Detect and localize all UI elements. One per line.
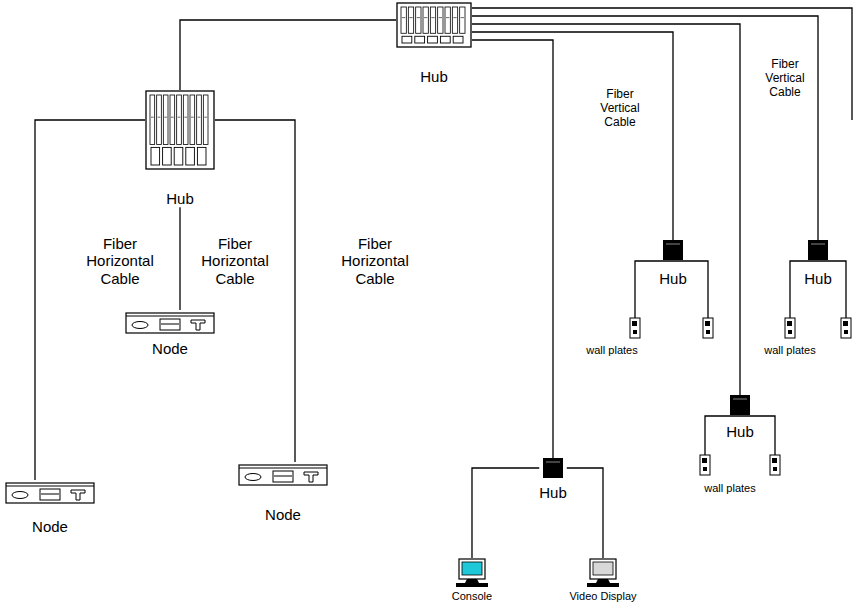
node-label: Hub	[726, 423, 754, 440]
wall-plate	[841, 318, 851, 338]
cable-line	[472, 16, 818, 240]
node-label: Hub	[420, 68, 448, 85]
node-box: Node	[125, 310, 215, 357]
display-box: Video Display	[569, 558, 636, 603]
hub-device-icon	[585, 558, 621, 588]
wall-plate-label: wall plates	[704, 482, 755, 495]
node-label: Hub	[166, 190, 194, 207]
wall-plate	[630, 318, 640, 338]
hub-device-icon	[454, 558, 490, 588]
wall-plate	[785, 318, 795, 338]
hub-brackets	[472, 8, 852, 455]
node-label: Node	[152, 340, 188, 357]
cable-label: Fiber Vertical Cable	[595, 88, 645, 129]
hub-device-icon	[808, 240, 828, 260]
cable-line	[567, 468, 603, 558]
hub-device-icon	[730, 395, 750, 415]
cable-line	[472, 32, 673, 240]
hub-device-icon	[125, 310, 215, 334]
cable-label: Fiber Horizontal Cable	[194, 235, 276, 287]
node-label: Video Display	[569, 590, 636, 603]
node-label: Hub	[659, 270, 687, 287]
wall-plate	[703, 318, 713, 338]
cable-label: Fiber Horizontal Cable	[334, 235, 416, 287]
node-label: Hub	[539, 484, 567, 501]
hub-icon-box: Hub	[145, 90, 215, 207]
node-label: Hub	[804, 270, 832, 287]
cable-label: Fiber Vertical Cable	[760, 58, 810, 99]
hub-bracket	[705, 416, 775, 455]
cable-label: Fiber Horizontal Cable	[79, 235, 161, 287]
cable-line	[215, 120, 295, 462]
wall-plate	[700, 455, 710, 475]
node-label: Console	[452, 590, 492, 603]
cable-line	[35, 120, 145, 480]
hub-device-icon	[145, 90, 215, 170]
vertical-cable	[472, 8, 852, 120]
hub-device-icon	[663, 240, 683, 260]
node-box: Node	[5, 480, 95, 535]
cable-line	[472, 40, 553, 458]
hub-device-icon	[396, 2, 472, 48]
hub-box: Hub	[726, 395, 754, 440]
hub-device-icon	[543, 458, 563, 478]
cable-line	[180, 20, 396, 90]
hub-device-icon	[5, 480, 95, 504]
wall-plate	[770, 455, 780, 475]
hub-device-icon	[238, 462, 328, 486]
hub-bracket	[635, 261, 708, 318]
cable-line	[472, 468, 539, 558]
cable-line	[472, 24, 740, 395]
hub-box: Hub	[659, 240, 687, 287]
node-box: Node	[238, 462, 328, 523]
hub-box: Hub	[804, 240, 832, 287]
node-label: Node	[32, 518, 68, 535]
console-box: Console	[452, 558, 492, 603]
wall-plate-label: wall plates	[586, 344, 637, 357]
hub-icon-box: Hub	[396, 2, 472, 85]
hub-bracket	[790, 261, 846, 318]
hub-box: Hub	[539, 458, 567, 501]
cable-line	[179, 207, 180, 310]
wall-plate-label: wall plates	[764, 344, 815, 357]
node-label: Node	[265, 506, 301, 523]
